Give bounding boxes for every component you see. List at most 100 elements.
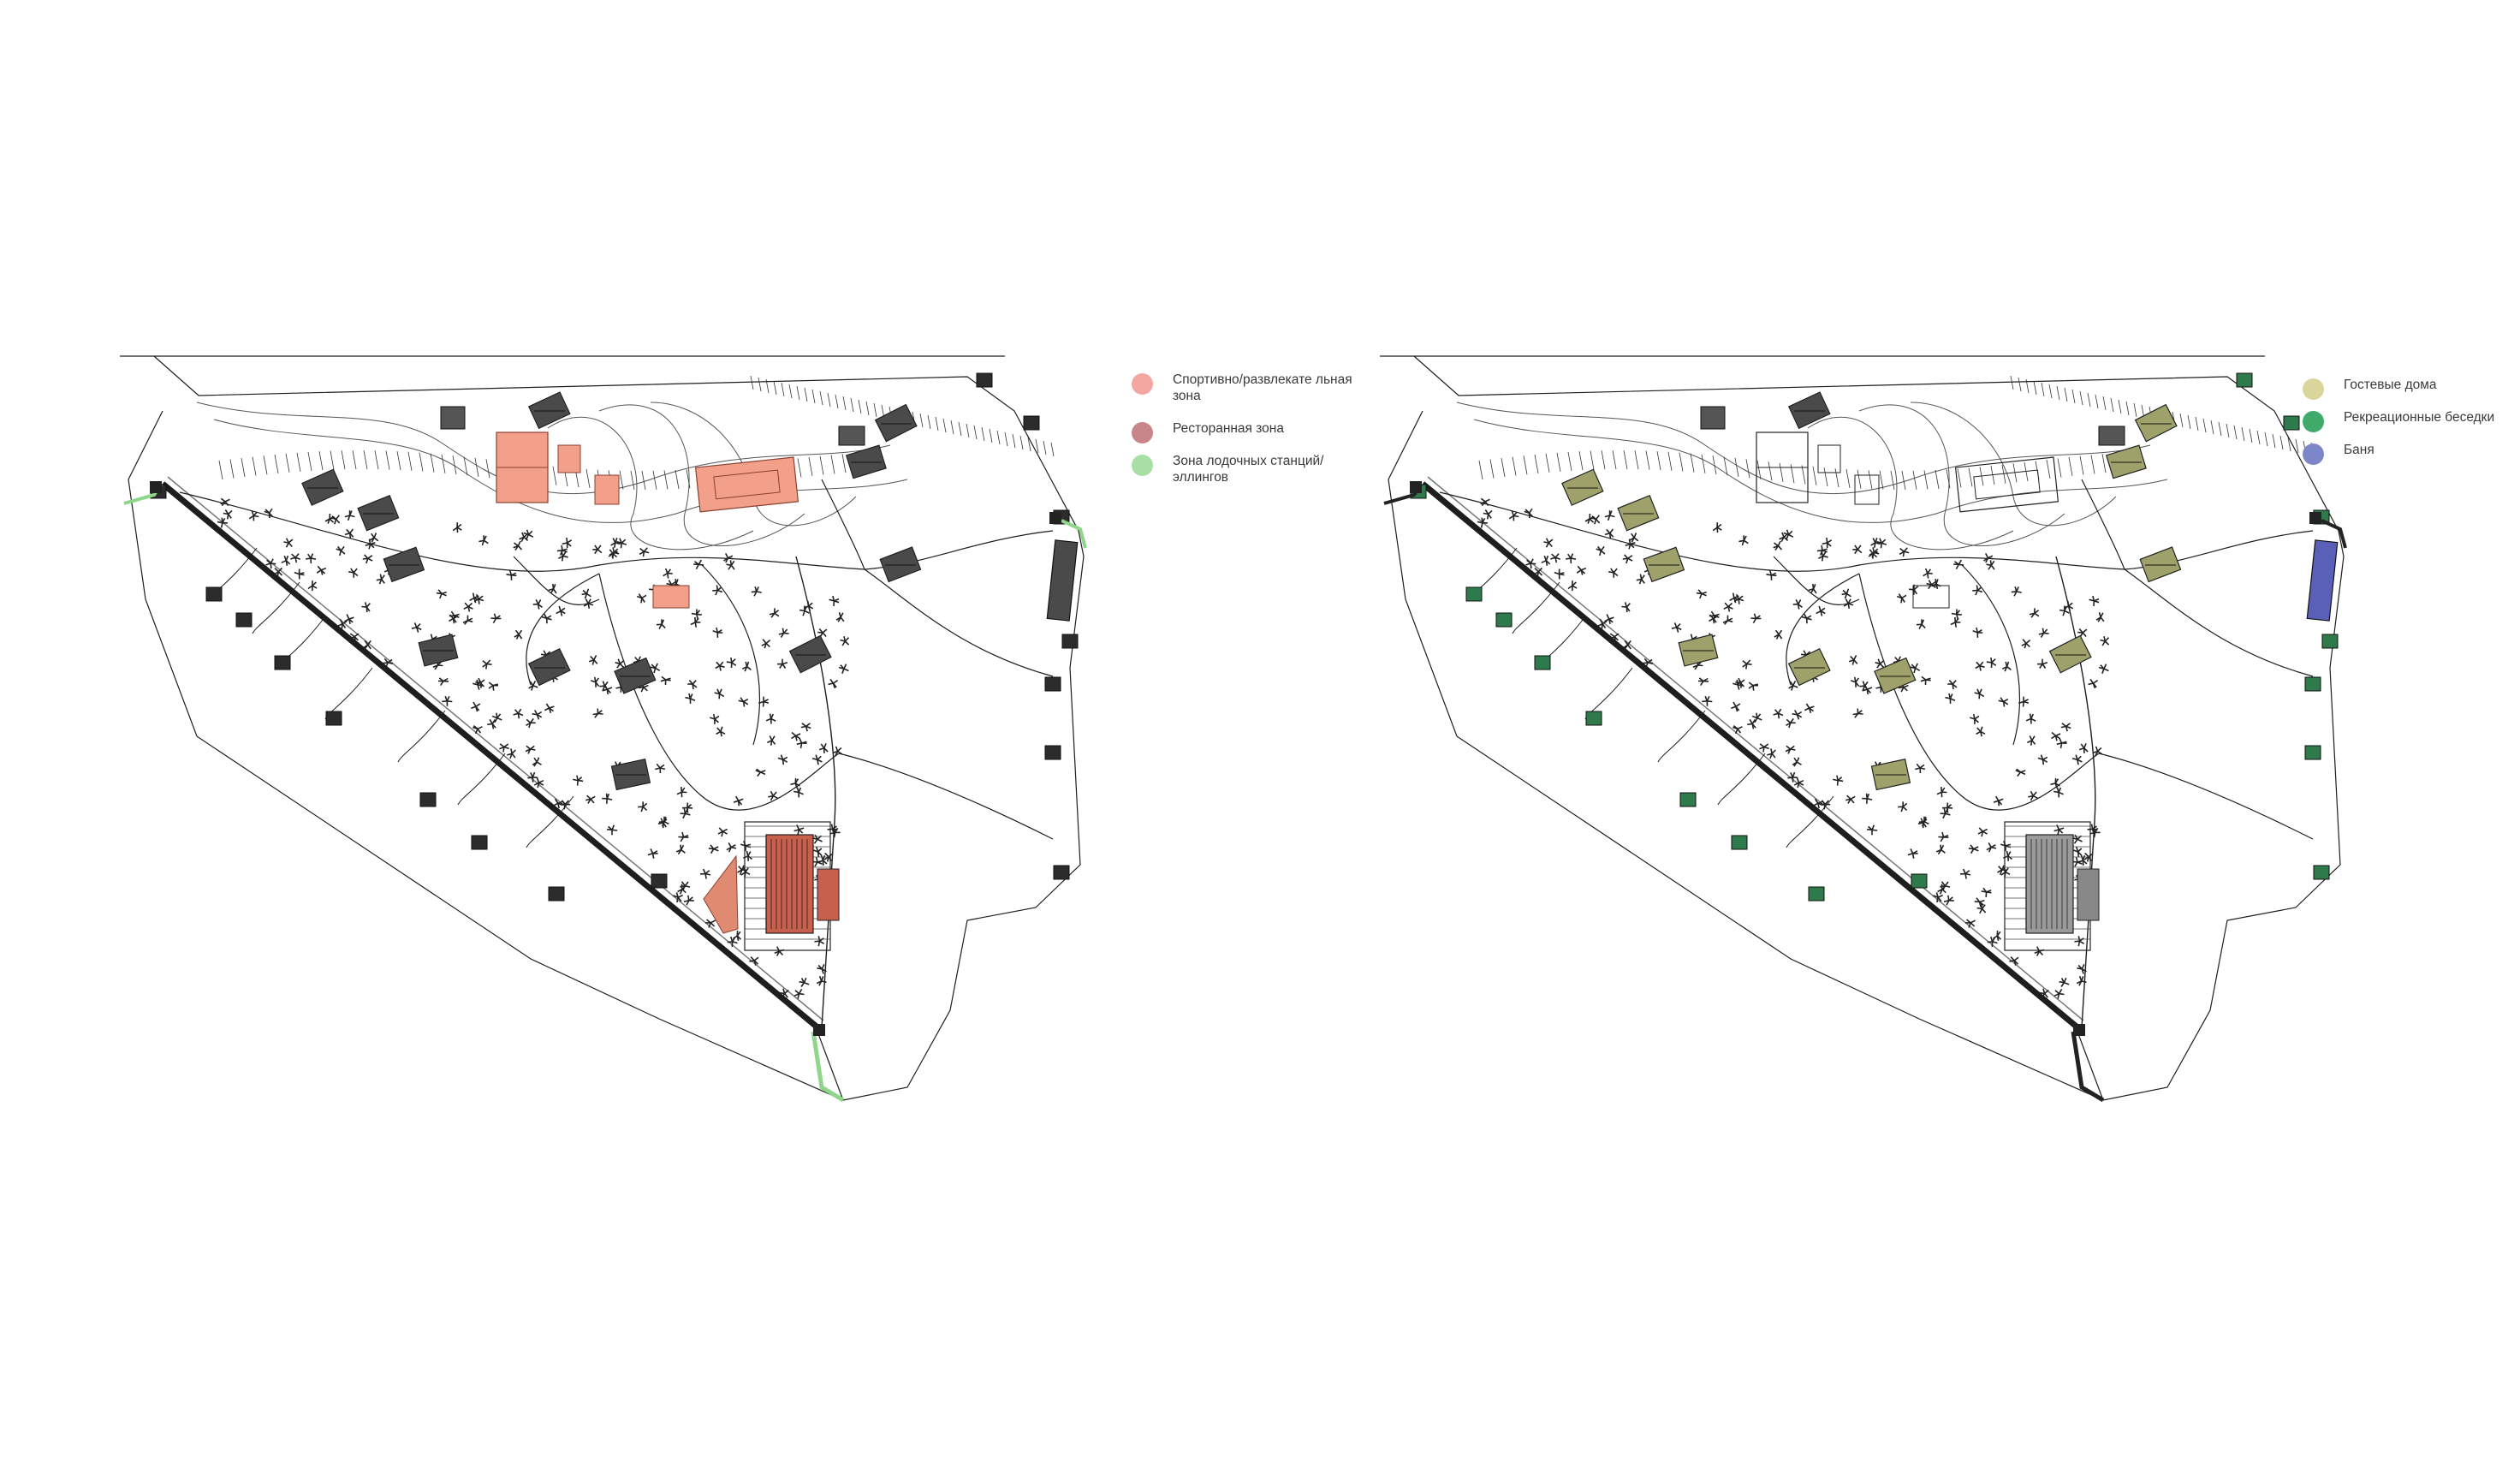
tree-branch [1813,802,1819,806]
tree-branch [1751,718,1756,724]
post-mark [1523,455,1528,475]
tree [726,560,735,570]
tree-branch [2030,790,2035,796]
tree-branch [483,535,487,541]
tree-branch [2032,795,2038,800]
tree-branch [803,977,807,984]
post-mark [942,418,947,433]
tree-branch [486,663,492,665]
tree-branch [750,956,755,961]
tree-branch [716,727,722,732]
gazebo [2304,676,2321,692]
tree-branch [294,571,300,575]
tree-branch [492,683,499,687]
tree [676,787,687,798]
tree [523,529,534,540]
tree-branch [1862,681,1866,687]
tree-branch [1623,644,1629,649]
tree-branch [1798,604,1800,610]
tree-branch [561,800,566,805]
tree-branch [1513,511,1518,516]
tree-branch [758,700,764,704]
tree-branch [472,701,477,707]
tree-branch [348,618,351,625]
tree [478,535,489,546]
tree-branch [813,838,818,844]
post-mark [835,394,839,409]
post-mark [1734,457,1739,477]
outbuilding [440,406,466,430]
tree-branch [782,628,785,634]
tree-branch [1876,663,1881,669]
tree-branch [335,515,340,520]
tree-branch [1847,598,1851,604]
tree [2092,746,2103,757]
tree-branch [1609,635,1615,640]
tree-branch [1729,597,1735,602]
tree-branch [1966,919,1971,924]
tree-branch [528,533,534,538]
tree-branch [1955,563,1960,569]
tree-branch [2056,824,2060,830]
tree-branch [1979,661,1984,667]
tree-branch [2063,977,2067,984]
tree-branch [1859,685,1865,687]
tree-branch [1911,853,1915,859]
tree-branch [643,684,649,688]
tree-branch [1735,703,1741,707]
tree-branch [753,956,759,961]
tree-branch [291,553,296,558]
tree-branch [2054,990,2060,995]
tree-branch [1991,658,1996,664]
tree-branch [266,559,271,564]
tree [1943,895,1954,906]
tree [777,658,788,670]
tree [2077,628,2088,638]
tree-branch [1742,663,1748,668]
post-mark [285,453,290,473]
tree-branch [694,617,699,623]
tree-branch [661,623,666,629]
tree-branch [585,588,590,594]
tree-branch [285,555,289,562]
tree-branch [1912,850,1918,854]
tree [761,639,771,649]
tree-branch [817,860,823,864]
sport-court-2 [557,444,581,473]
outbuilding [2098,426,2125,446]
tree-branch [772,795,778,800]
tree-branch [488,685,494,689]
tree [1567,580,1578,592]
tree [1868,549,1878,559]
tree-branch [366,603,371,608]
tree-branch [1528,508,1533,514]
tree [513,708,524,719]
tree [2000,841,2012,851]
tree-branch [610,542,616,546]
tree-branch [640,687,645,693]
tree-branch [509,753,513,759]
tree-branch [1991,662,1997,666]
tree-branch [1607,515,1611,521]
tree-branch [587,603,594,606]
tree-branch [2103,668,2109,672]
tree-branch [794,778,799,784]
tree-branch [1919,764,1925,769]
tree-branch [1643,658,1649,664]
post-mark [263,455,268,475]
tree [2053,787,2064,798]
tree-branch [593,659,598,664]
tree-branch [1952,680,1957,685]
tree-branch [1927,568,1932,574]
tree-branch [782,759,788,763]
tree-branch [1609,533,1612,539]
tree [533,777,544,789]
tree-branch [1627,644,1631,650]
tree-branch [1793,757,1798,763]
tree [1792,598,1803,610]
tree [1899,547,1910,557]
tree-branch [2071,758,2078,761]
tree-branch [781,992,786,998]
tree-branch [611,824,615,830]
tree-branch [477,728,482,734]
